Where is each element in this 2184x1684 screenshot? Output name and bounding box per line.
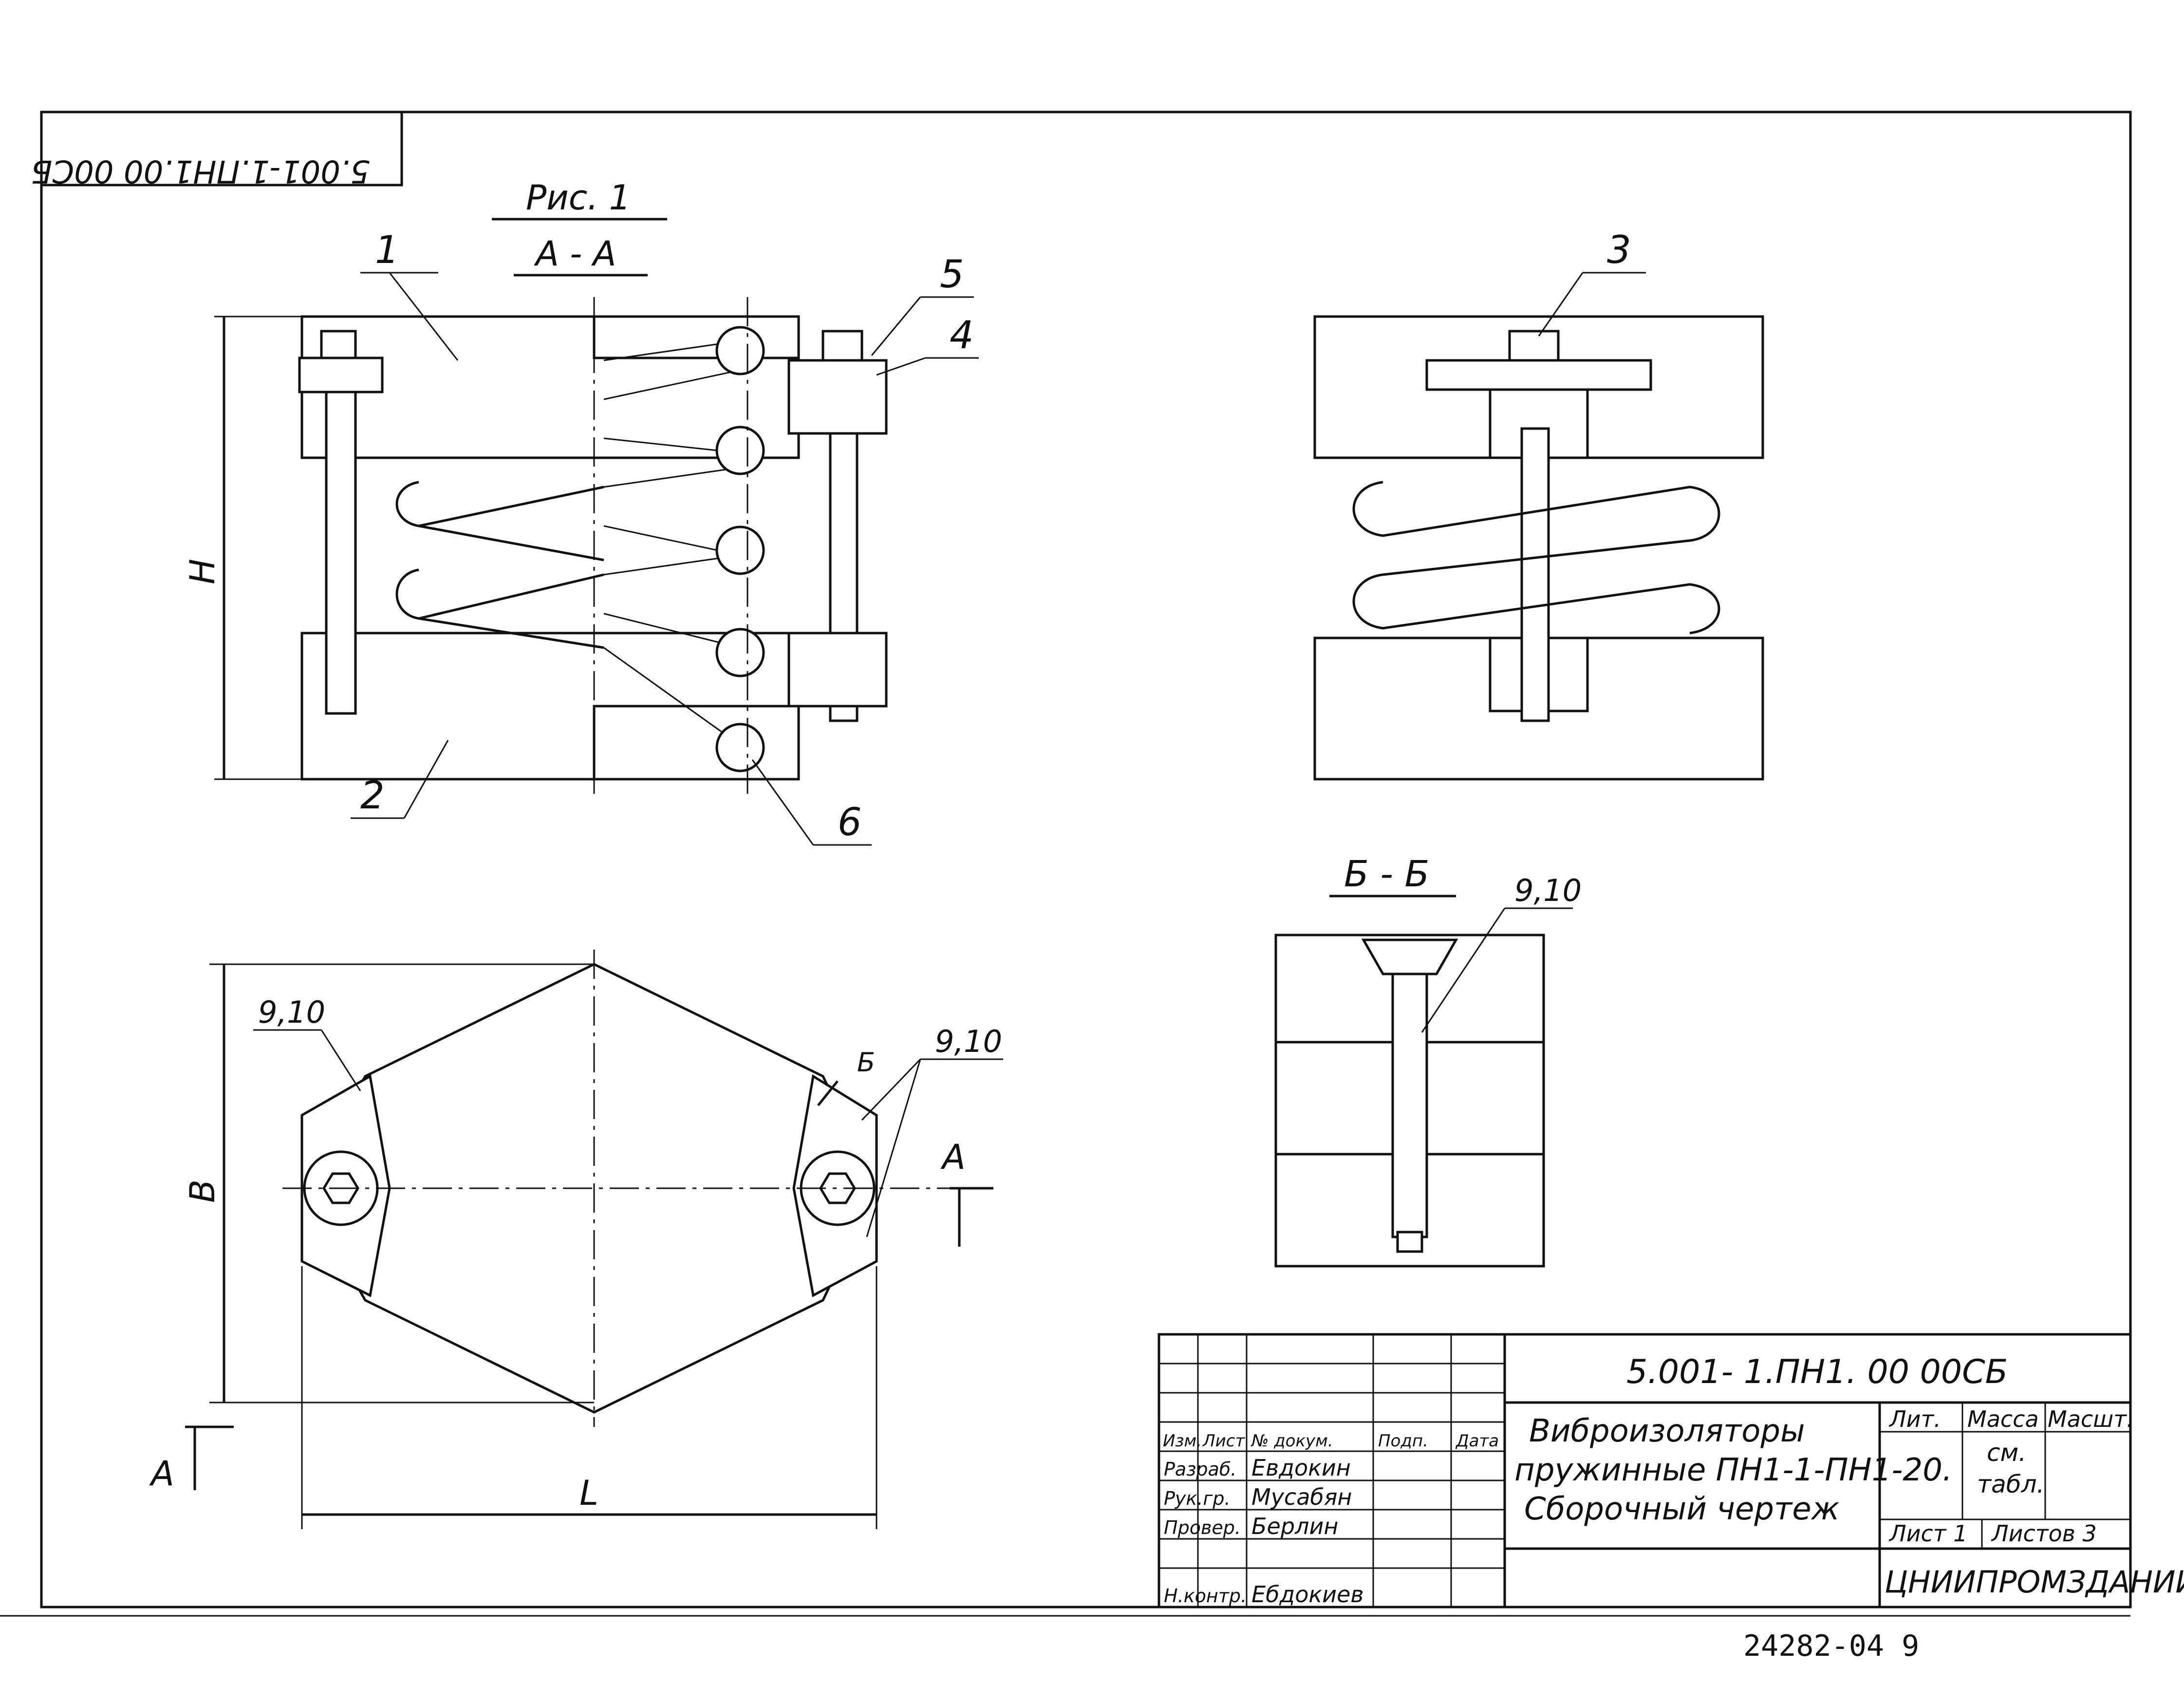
tb-role-rukov: Рук.гр. [1164,1488,1231,1509]
tb-col-mass-label: Масса [1967,1406,2039,1432]
dim-b-label: В [183,1179,223,1203]
tb-role-razrab: Разраб. [1164,1459,1236,1480]
title-block-border [1157,1333,2132,1609]
tb-mass-value-2: табл. [1977,1470,2044,1498]
callout-910-right-leader [861,1058,921,1121]
cut-b-mark [817,1080,839,1106]
dim-l-label: L [579,1473,598,1513]
left-nut [298,356,384,393]
callout-4-leader [876,357,926,376]
cut-a-left-label: А [149,1454,174,1494]
callout-3: 3 [1607,228,1631,272]
tb-head-list: Лист [1202,1431,1245,1451]
tb-head-doc: № докум. [1251,1431,1333,1451]
tb-head-izm: Изм. [1163,1431,1202,1451]
side-spring [1352,481,1720,635]
callout-910-detail: 9,10 [1514,873,1582,908]
side-bolt-head [1508,330,1560,362]
callout-5-leader [871,297,921,356]
callout-910-right-leader-2 [866,1059,921,1237]
tb-role-nkontr: Н.контр. [1164,1585,1247,1607]
coil-section-4 [715,628,765,677]
tb-title-line2: пружинные ПН1-1-ПН1-20. [1514,1452,1952,1488]
right-bolt-head [821,330,863,362]
tb-mass-value-1: см. [1987,1439,2026,1467]
plan-view: В L А А Б 9,10 9,10 [149,950,1003,1529]
coil-section-2 [715,426,765,475]
left-bolt [325,356,357,715]
tb-name-razrab: Евдокин [1251,1455,1351,1481]
callout-910-right: 9,10 [935,1024,1002,1059]
tb-name-nkontr: Ебдокиев [1251,1581,1363,1608]
side-bolt [1520,427,1550,722]
cut-b-label: Б [857,1047,875,1078]
title-block: Изм. Лист № докум. Подп. Дата Разраб. Ев… [1157,1333,2184,1609]
tb-title-line1: Виброизоляторы [1529,1413,1805,1449]
side-view: 3 [1313,228,1764,781]
bb-screw-head [1361,938,1458,975]
top-left-stamp: 5.001-1.ПН1.00 00СБ [31,111,403,189]
callout-2-leader [403,740,449,819]
bb-screw-shank [1391,973,1428,1238]
bb-screw-tip [1396,1231,1423,1253]
spring-section-lines [603,340,741,746]
tb-name-rukov: Мусабян [1251,1484,1352,1510]
callout-1-leader [389,272,459,361]
tb-name-prover: Берлин [1251,1513,1338,1539]
tb-col-scale-label: Масшт. [2048,1406,2134,1432]
right-upper-block [787,359,888,435]
section-aa-view: Рис. 1 А - А Н [183,178,979,846]
tb-role-prover: Провер. [1164,1517,1241,1538]
top-plate [300,315,800,459]
tb-sheet: Лист 1 [1888,1520,1967,1547]
plan-left-nut [322,1172,359,1204]
tb-head-sign: Подп. [1378,1431,1428,1451]
coil-section-1 [715,326,765,375]
tb-organization: ЦНИИПРОМЗДАНИЙ [1885,1564,2184,1600]
callout-910-detail-leader [1421,908,1506,1033]
section-bb-title: Б - Б [1344,853,1429,895]
tb-sheets: Листов 3 [1991,1520,2097,1547]
tb-title-line3: Сборочный чертеж [1524,1491,1840,1527]
callout-910-left: 9,10 [258,994,325,1030]
callout-6-leader [751,759,814,845]
side-top-washer [1425,359,1652,391]
tb-head-date: Дата [1455,1431,1499,1451]
callout-3-leader [1538,272,1584,337]
callout-5: 5 [940,253,964,297]
coil-section-3 [715,525,765,575]
section-aa-title: А - А [534,234,616,274]
tb-designation: 5.001- 1.ПН1. 00 00СБ [1626,1353,2008,1391]
right-lower-block [787,632,888,708]
cut-a-right-label: А [940,1137,966,1177]
coil-section-5 [715,723,765,772]
stamp-text: 5.001-1.ПН1.00 00СБ [31,153,371,189]
top-plate-hatch-zone [593,315,800,359]
figure-caption: Рис. 1 [526,178,631,218]
callout-1: 1 [375,228,399,272]
left-bolt-head [320,330,357,359]
callout-2: 2 [360,774,385,818]
callout-6: 6 [838,801,862,844]
frame-border [40,111,2132,1609]
footer-number: 24282-04 9 [1743,1629,1919,1663]
dim-h-label: Н [183,559,223,584]
tb-col-lit-label: Лит. [1888,1406,1941,1432]
section-bb-view: Б - Б 9,10 [1274,853,1582,1268]
stamp-box [40,111,403,187]
callout-910-left-leader [320,1029,361,1091]
spring-outline [395,481,604,649]
callout-4: 4 [950,314,974,357]
sheet-frame [0,111,2132,1617]
